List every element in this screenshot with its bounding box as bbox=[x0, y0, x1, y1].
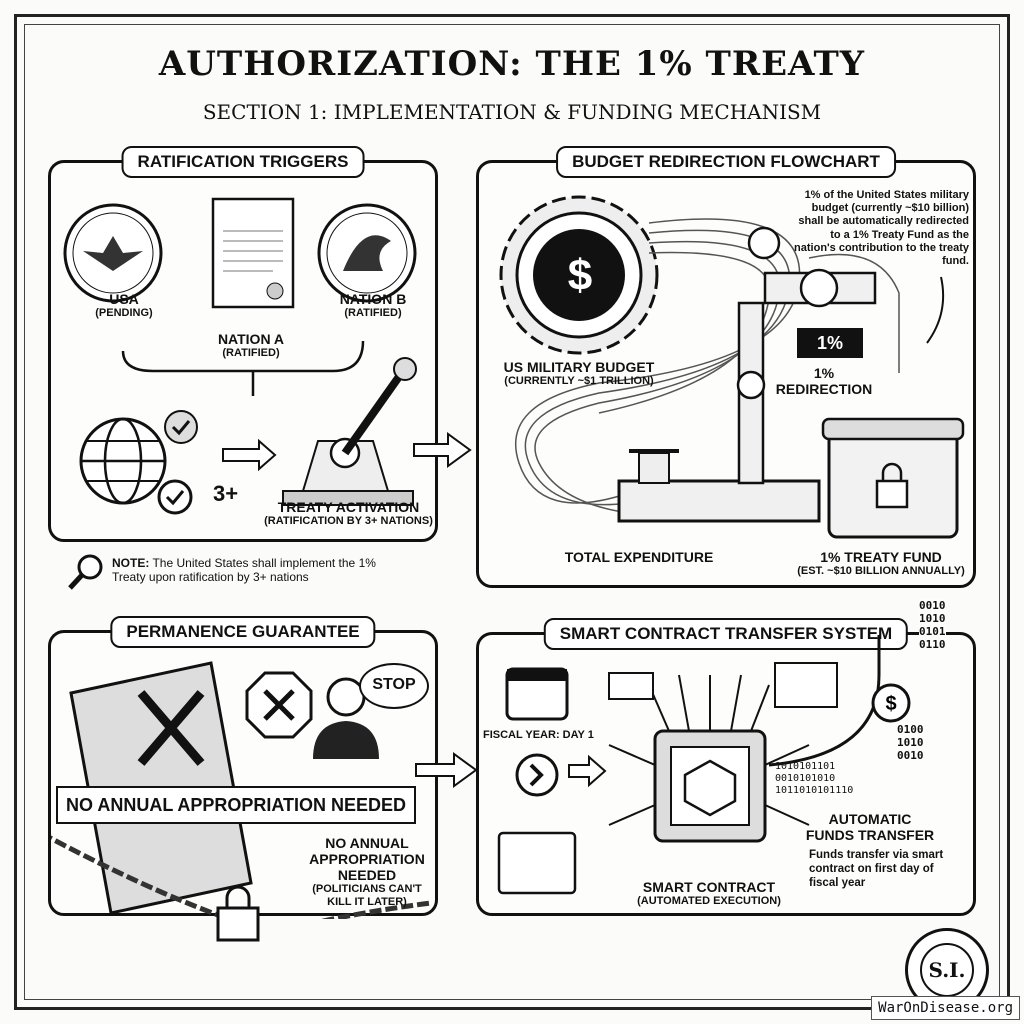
document-icon bbox=[608, 672, 654, 700]
treaty-fund-chest-icon bbox=[821, 417, 965, 539]
connector-lines bbox=[121, 340, 365, 396]
nation-b-seal-icon bbox=[317, 203, 417, 303]
treaty-document-icon bbox=[211, 197, 295, 309]
arrow-icon bbox=[222, 438, 277, 472]
dollar-coin-icon: $ bbox=[871, 683, 911, 723]
appropriation-caption: NO ANNUAL APPROPRIATION NEEDED(POLITICIA… bbox=[309, 835, 425, 908]
nation-a-label: NATION A(RATIFIED) bbox=[217, 331, 285, 360]
chain-icon bbox=[51, 835, 432, 919]
percentage-gauge bbox=[797, 328, 863, 358]
play-button-icon bbox=[515, 753, 559, 797]
dollar-gear-icon bbox=[499, 195, 659, 355]
padlock-icon bbox=[216, 885, 260, 942]
automatic-transfer-description: Funds transfer via smart contract on fir… bbox=[809, 849, 944, 889]
dollar-symbol: $ bbox=[567, 251, 593, 300]
budget-illustration bbox=[499, 195, 965, 539]
code-window-icon bbox=[497, 831, 577, 895]
arrow-icon bbox=[568, 754, 607, 788]
no-appropriation-banner: NO ANNUAL APPROPRIATION NEEDED bbox=[56, 786, 416, 824]
treaty-fund-label: 1% TREATY FUND(EST. ~$10 BILLION ANNUALL… bbox=[797, 549, 965, 578]
panel-title: BUDGET REDIRECTION FLOWCHART bbox=[556, 146, 896, 178]
outer-frame bbox=[14, 14, 1010, 1010]
page-title: AUTHORIZATION: THE 1% TREATY bbox=[158, 44, 866, 84]
panel-title: SMART CONTRACT TRANSFER SYSTEM bbox=[543, 618, 909, 650]
usa-seal-icon bbox=[63, 203, 163, 303]
total-expenditure-label: TOTAL EXPENDITURE bbox=[564, 549, 714, 565]
watermark[interactable]: WarOnDisease.org bbox=[871, 996, 1020, 1020]
panel-title: RATIFICATION TRIGGERS bbox=[121, 146, 365, 178]
ratification-panel: RATIFICATION TRIGGERS USA(PENDING) NATIO… bbox=[48, 146, 438, 542]
smart-contract-label: SMART CONTRACT(AUTOMATED EXECUTION) bbox=[637, 879, 781, 908]
gauge-value: 1% bbox=[816, 333, 843, 353]
inner-frame bbox=[24, 24, 1000, 1000]
lever-switch-icon bbox=[282, 357, 417, 506]
transfer-arrow-path bbox=[768, 635, 881, 767]
nation-b-label: NATION B(RATIFIED) bbox=[339, 291, 407, 320]
check-icon bbox=[157, 410, 198, 515]
pipe-icon bbox=[617, 226, 877, 523]
svg-text:$: $ bbox=[885, 693, 896, 715]
seal-initials: S.I. bbox=[920, 943, 974, 997]
budget-description: 1% of the United States military budget … bbox=[794, 189, 969, 267]
military-budget-label: US MILITARY BUDGET(CURRENTLY ~$1 TRILLIO… bbox=[503, 359, 655, 388]
treaty-activation-label: TREATY ACTIVATION(RATIFICATION BY 3+ NAT… bbox=[264, 499, 433, 528]
automatic-transfer-label: AUTOMATIC FUNDS TRANSFER bbox=[805, 811, 935, 844]
smart-contract-illustration: $ bbox=[497, 635, 911, 895]
permanence-panel: PERMANENCE GUARANTEE STOP NO ANNUAL APPR… bbox=[48, 616, 438, 919]
note-text: NOTE: The United States shall implement … bbox=[112, 556, 376, 585]
panel-title: PERMANENCE GUARANTEE bbox=[110, 616, 376, 648]
flow-arrow-icon bbox=[415, 752, 478, 788]
magnifier-icon bbox=[68, 554, 103, 590]
budget-panel: BUDGET REDIRECTION FLOWCHART 1% of the U… bbox=[476, 146, 976, 588]
flow-arrow-icon bbox=[413, 432, 472, 468]
prohibited-sign-icon bbox=[245, 671, 313, 739]
document-icon bbox=[774, 662, 838, 708]
ratification-illustration bbox=[63, 197, 417, 515]
politician-icon bbox=[313, 677, 379, 759]
stop-speech-bubble: STOP bbox=[359, 663, 429, 709]
fiscal-year-label: FISCAL YEAR: DAY 1 bbox=[483, 729, 594, 741]
globe-icon bbox=[79, 417, 167, 505]
chip-icon bbox=[653, 729, 767, 843]
calendar-icon bbox=[505, 667, 569, 721]
page-subtitle: SECTION 1: IMPLEMENTATION & FUNDING MECH… bbox=[202, 100, 822, 124]
nation-count: 3+ bbox=[213, 481, 239, 506]
usa-label: USA(PENDING) bbox=[95, 291, 153, 320]
redirection-label: 1% REDIRECTION bbox=[775, 365, 873, 398]
